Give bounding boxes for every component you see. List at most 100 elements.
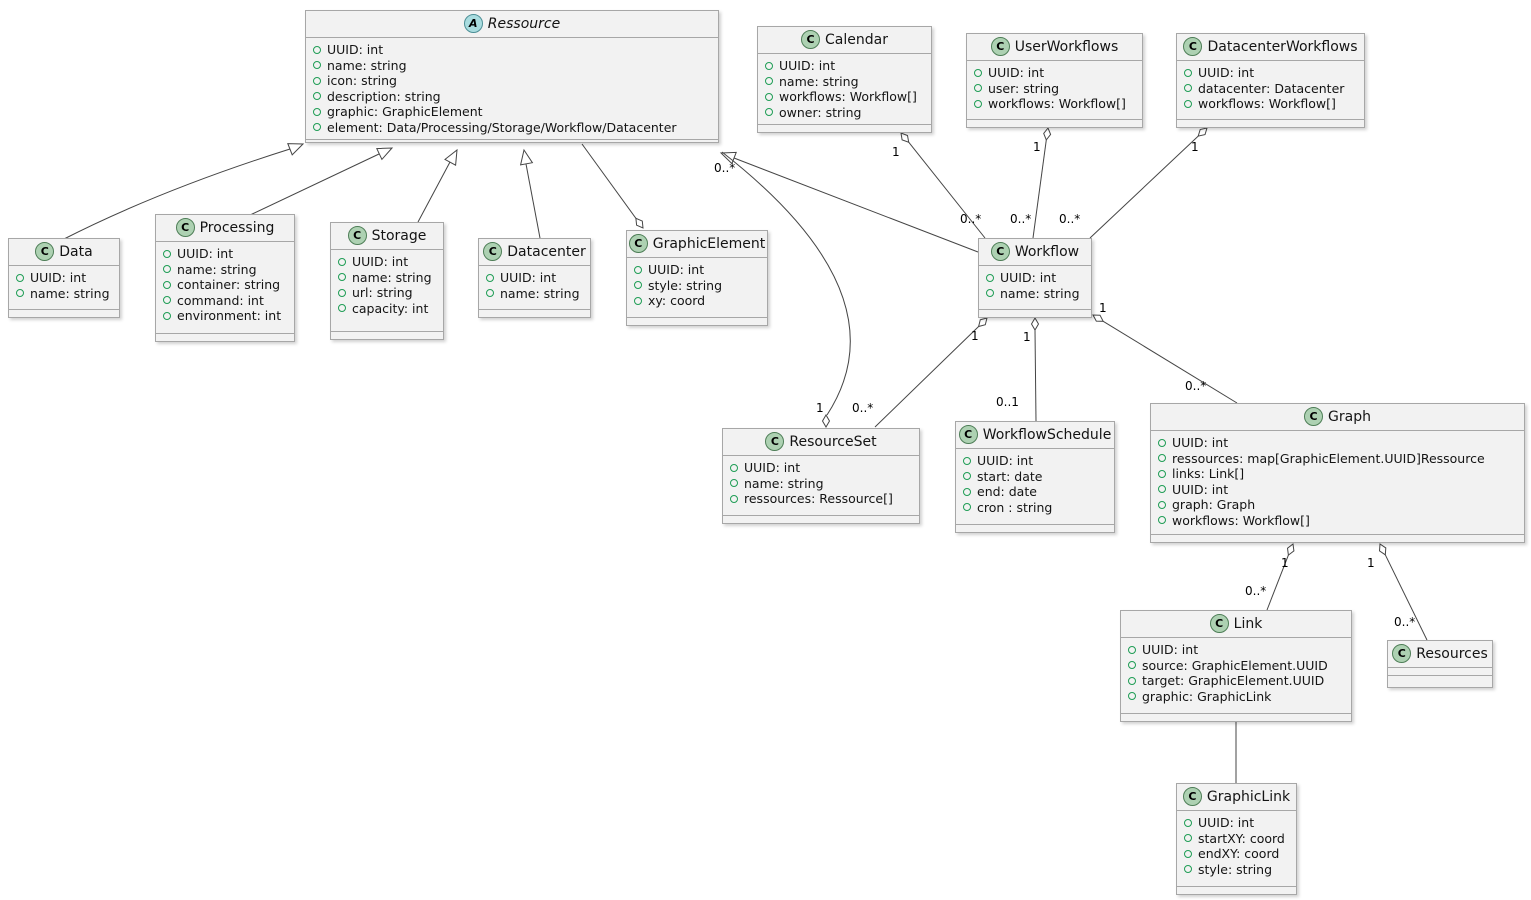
attribute: capacity: int	[352, 300, 429, 316]
class-box-calendar: C Calendar UUID: int name: string workfl…	[757, 26, 932, 133]
mult-calendar-workflow-end: 0..*	[960, 212, 982, 226]
attribute: workflows: Workflow[]	[779, 89, 917, 104]
attribute: UUID: int	[744, 460, 801, 475]
class-icon: C	[958, 425, 978, 444]
methods-compartment	[1151, 534, 1524, 542]
class-name: Processing	[199, 219, 275, 236]
field-icon	[634, 296, 642, 305]
attribute: UUID: int	[1000, 270, 1057, 285]
methods-compartment	[956, 524, 1114, 532]
field-icon	[338, 257, 346, 266]
field-icon	[1184, 68, 1192, 77]
attribute: icon: string	[327, 73, 397, 88]
methods-compartment	[331, 331, 443, 339]
mult-workflow-resourceset-part-end: 0..*	[852, 401, 874, 415]
attribute: name: string	[744, 475, 824, 491]
attribute: UUID: int	[177, 246, 234, 261]
attribute: name: string	[500, 285, 580, 301]
attribute: UUID: int	[1198, 815, 1255, 830]
mult-graph-resources-owner-end: 1	[1367, 556, 1375, 570]
edge-storage-generalizes-ressource	[417, 148, 458, 223]
class-icon: C	[1392, 644, 1412, 663]
class-box-data: C Data UUID: int name: string	[8, 238, 120, 318]
class-box-resourceset: C ResourceSet UUID: int name: string res…	[722, 428, 920, 524]
class-name: Link	[1233, 615, 1263, 632]
attribute: xy: coord	[648, 293, 706, 308]
field-icon	[634, 265, 642, 274]
class-box-datacenterworkflows: C DatacenterWorkflows UUID: int datacent…	[1176, 33, 1365, 128]
attribute: source: GraphicElement.UUID	[1142, 657, 1328, 673]
edge-calendar-aggregates-workflow	[900, 132, 986, 239]
field-icon	[486, 273, 494, 282]
methods-compartment	[1121, 713, 1351, 721]
field-icon	[730, 479, 738, 488]
field-icon	[313, 61, 321, 70]
field-icon	[313, 76, 321, 85]
mult-userworkflows-owner-end: 1	[1033, 140, 1041, 154]
aggregation-diamond-icon	[635, 217, 644, 229]
attribute: UUID: int	[1172, 481, 1229, 497]
field-icon	[163, 280, 171, 289]
aggregation-diamond-icon	[1378, 543, 1387, 556]
class-icon: C	[175, 218, 195, 237]
attribute: name: string	[327, 57, 407, 73]
attribute: name: string	[1000, 285, 1080, 301]
aggregation-diamond-icon	[977, 317, 988, 328]
attribute: UUID: int	[977, 453, 1034, 468]
class-icon: C	[628, 234, 648, 253]
generalization-arrow-icon	[519, 148, 534, 166]
attribute: UUID: int	[1172, 435, 1229, 450]
methods-compartment	[9, 309, 119, 317]
methods-compartment	[627, 317, 767, 325]
class-name: WorkflowSchedule	[982, 426, 1112, 443]
attribute: graphic: GraphicLink	[1142, 688, 1272, 704]
field-icon	[1128, 661, 1136, 670]
attribute: ressources: map[GraphicElement.UUID]Ress…	[1172, 450, 1485, 466]
class-icon: C	[483, 242, 503, 261]
field-icon	[313, 107, 321, 116]
methods-compartment	[967, 119, 1142, 127]
attribute: environment: int	[177, 308, 282, 323]
attribute: style: string	[648, 277, 723, 293]
edge-workflow-aggregates-graph	[1092, 314, 1238, 404]
field-icon	[313, 92, 321, 101]
field-icon	[1158, 454, 1166, 463]
field-icon	[338, 273, 346, 282]
class-box-graphicelement: C GraphicElement UUID: int style: string…	[626, 230, 768, 326]
field-icon	[338, 304, 346, 313]
field-icon	[765, 77, 773, 86]
aggregation-diamond-icon	[1043, 127, 1052, 141]
methods-compartment	[1177, 886, 1296, 894]
attribute: command: int	[177, 292, 264, 308]
field-icon	[974, 99, 982, 108]
field-icon	[765, 92, 773, 101]
mult-resourceset-owner-end: 1	[816, 401, 824, 415]
class-box-workflowschedule: C WorkflowSchedule UUID: int start: date…	[955, 421, 1115, 533]
attribute: name: string	[177, 261, 257, 277]
field-icon	[163, 249, 171, 258]
attributes-compartment	[1388, 668, 1492, 675]
field-icon	[765, 108, 773, 117]
field-icon	[986, 289, 994, 298]
attribute: UUID: int	[352, 254, 409, 269]
attribute: target: GraphicElement.UUID	[1142, 673, 1325, 688]
field-icon	[1158, 485, 1166, 494]
field-icon	[765, 61, 773, 70]
mult-workflow-graph-part-end: 0..*	[1185, 379, 1207, 393]
field-icon	[1128, 676, 1136, 685]
class-box-datacenter: C Datacenter UUID: int name: string	[478, 238, 591, 318]
field-icon	[1184, 834, 1192, 843]
class-name: Ressource	[487, 15, 561, 32]
attribute: container: string	[177, 277, 281, 292]
field-icon	[16, 273, 24, 282]
mult-workflow-schedule-part-end: 0..1	[996, 395, 1019, 409]
mult-userworkflows-workflow-end: 0..*	[1010, 212, 1032, 226]
field-icon	[1158, 516, 1166, 525]
methods-compartment	[1177, 119, 1364, 127]
field-icon	[1128, 645, 1136, 654]
class-box-workflow: C Workflow UUID: int name: string	[978, 238, 1092, 318]
attribute: UUID: int	[988, 65, 1045, 80]
attribute: description: string	[327, 88, 441, 104]
methods-compartment	[723, 515, 919, 523]
attribute: user: string	[988, 80, 1060, 96]
